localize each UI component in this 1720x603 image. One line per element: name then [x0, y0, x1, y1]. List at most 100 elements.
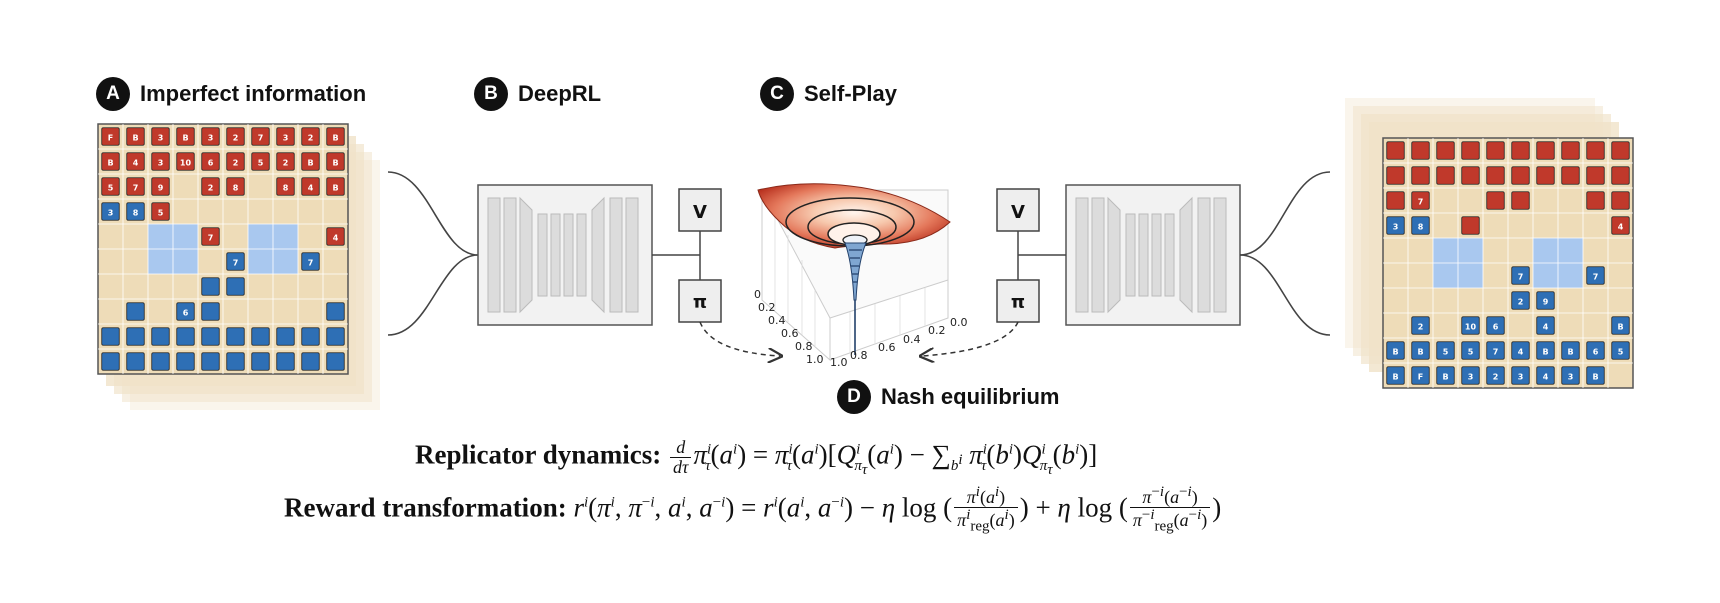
board-piece: [1411, 366, 1430, 385]
tick-left-5: 1.0: [806, 353, 824, 366]
board-piece: [1486, 141, 1505, 160]
board-piece: [176, 352, 195, 371]
board-piece: [1386, 191, 1405, 210]
board-piece: [176, 127, 195, 146]
label-a-text: Imperfect information: [140, 81, 367, 106]
board-piece: [151, 127, 170, 146]
board-piece: [326, 177, 345, 196]
board-piece-label: B: [1542, 347, 1548, 356]
board-piece: [1486, 366, 1505, 385]
board-piece-label: 5: [258, 158, 264, 167]
board-piece: [251, 327, 270, 346]
board-piece: [151, 352, 170, 371]
board-piece: [1586, 366, 1605, 385]
board-piece-label: 6: [183, 308, 189, 317]
reward-label: Reward transformation:: [284, 492, 567, 523]
board-piece: [1461, 316, 1480, 335]
tick-bottom-5: 0.0: [950, 316, 968, 329]
board-piece-label: 4: [1543, 322, 1549, 331]
board-piece: [1386, 141, 1405, 160]
board-piece-label: 6: [208, 158, 214, 167]
tick-bottom-4: 0.2: [928, 324, 946, 337]
policy-arrow-right: [922, 321, 1019, 356]
board-piece: [226, 277, 245, 296]
board-piece: [1536, 341, 1555, 360]
board-piece: [1461, 141, 1480, 160]
label-a: A Imperfect information: [96, 77, 366, 111]
board-piece: [1511, 341, 1530, 360]
board-piece-label: 4: [1543, 372, 1549, 381]
board-piece-label: B: [1592, 372, 1598, 381]
board-piece-label: F: [108, 133, 113, 142]
board-piece-label: 4: [333, 233, 339, 242]
board-piece-label: 5: [108, 183, 114, 192]
board-piece-label: B: [1392, 347, 1398, 356]
board-piece: [1411, 141, 1430, 160]
board-piece-label: B: [1417, 347, 1423, 356]
board-piece: [226, 177, 245, 196]
board-piece: [101, 352, 120, 371]
board-piece-label: 7: [258, 133, 264, 142]
board-piece: [1536, 316, 1555, 335]
board-piece: [226, 252, 245, 271]
board-piece: [1511, 366, 1530, 385]
board-piece: [126, 327, 145, 346]
board-piece: [1511, 166, 1530, 185]
board-piece: [1611, 316, 1630, 335]
board-piece: [201, 127, 220, 146]
board-piece: [1511, 266, 1530, 285]
board-piece: [201, 302, 220, 321]
board-piece: [301, 127, 320, 146]
board-piece: [1561, 341, 1580, 360]
board-piece: [1411, 216, 1430, 235]
board-piece: [326, 127, 345, 146]
board-piece: [1386, 166, 1405, 185]
board-piece: [201, 327, 220, 346]
right-value-label: V: [1011, 202, 1025, 223]
label-c: C Self-Play: [760, 77, 897, 111]
board-piece: [301, 327, 320, 346]
board-piece: [126, 152, 145, 171]
right-connector-bottom: [1239, 254, 1331, 336]
board-piece-label: 6: [1493, 322, 1499, 331]
board-piece: [1586, 266, 1605, 285]
board-piece: [1386, 341, 1405, 360]
board-piece: [251, 127, 270, 146]
board-piece: [101, 152, 120, 171]
board-piece: [126, 202, 145, 221]
board-piece: [1436, 141, 1455, 160]
board-piece: [1611, 166, 1630, 185]
board-piece: [1536, 166, 1555, 185]
board-piece-label: B: [1392, 372, 1398, 381]
board-piece-label: 7: [208, 233, 214, 242]
board-piece: [326, 152, 345, 171]
board-piece-label: 6: [1593, 347, 1599, 356]
board-piece-label: 3: [158, 158, 164, 167]
board-piece-label: 4: [133, 158, 139, 167]
left-connector-top: [387, 171, 479, 256]
board-piece: [126, 177, 145, 196]
board-piece: [1436, 366, 1455, 385]
board-piece: [151, 327, 170, 346]
board-piece: [1411, 191, 1430, 210]
board-piece: [301, 177, 320, 196]
board-piece: [1436, 341, 1455, 360]
board-piece: [301, 252, 320, 271]
label-d: D Nash equilibrium: [837, 380, 1059, 414]
label-b-letter: B: [474, 77, 508, 111]
board-piece-label: 4: [1518, 347, 1524, 356]
board-piece: [226, 127, 245, 146]
tick-bottom-1: 0.8: [850, 349, 868, 362]
board-piece-label: B: [307, 158, 313, 167]
tick-left-4: 0.8: [795, 340, 813, 353]
self-play-surface: [757, 183, 951, 362]
board-piece: [201, 277, 220, 296]
right-policy-head: [996, 279, 1040, 323]
surface-ticks-bottom: 1.0 0.8 0.6 0.4 0.2 0.0: [830, 316, 968, 369]
board-piece-label: 2: [1418, 322, 1424, 331]
board-piece-label: 7: [1518, 272, 1524, 281]
board-piece: [101, 177, 120, 196]
